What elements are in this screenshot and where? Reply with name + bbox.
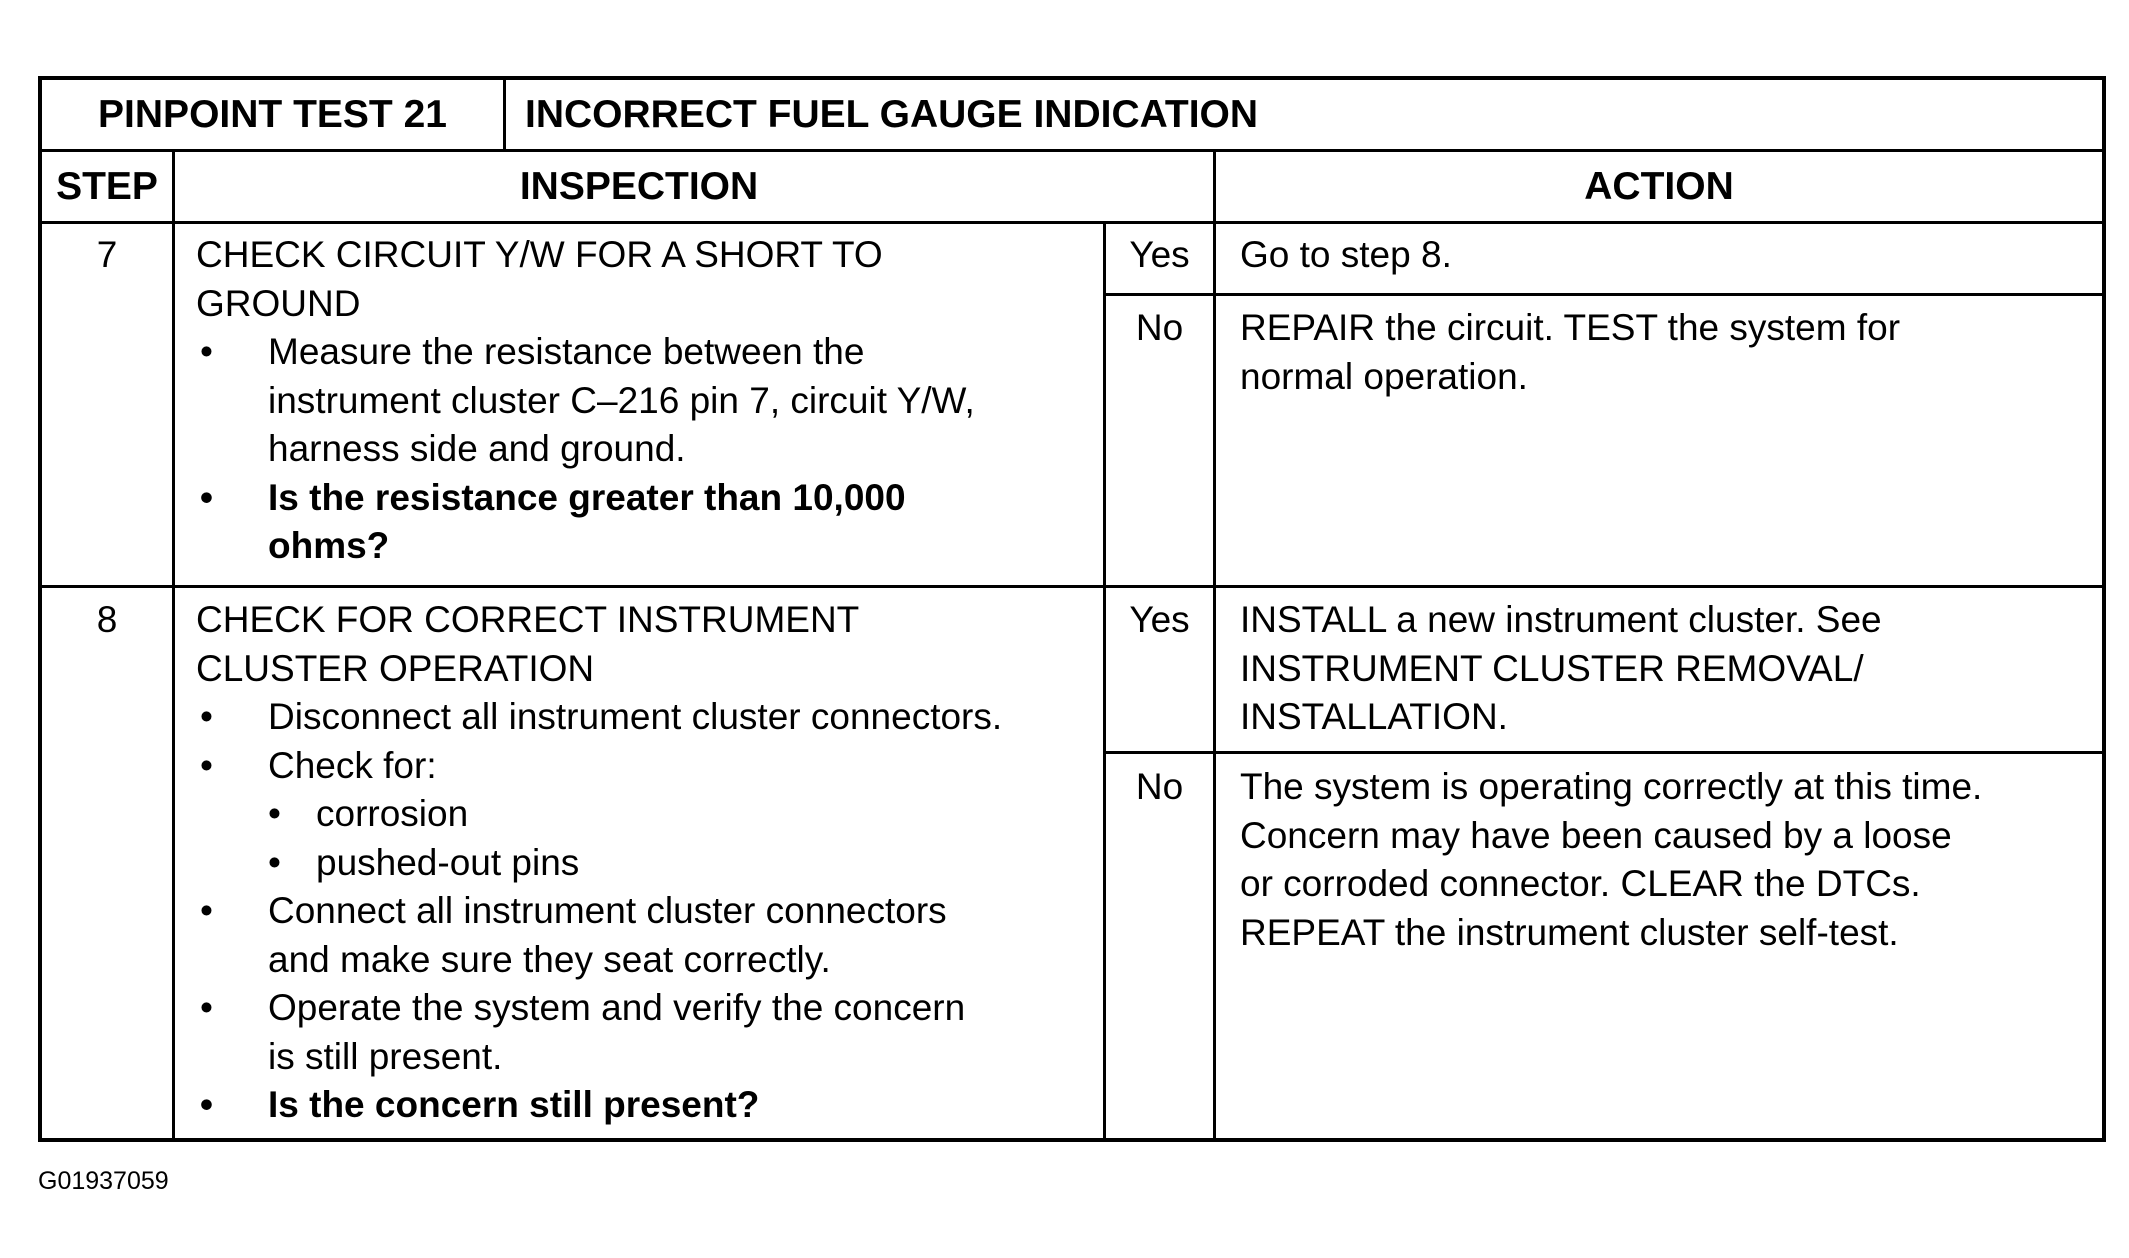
yes-label: Yes	[1129, 234, 1190, 275]
inspection-title: CHECK FOR CORRECT INSTRUMENT CLUSTER OPE…	[196, 599, 860, 689]
yes-no-column-divider	[1103, 221, 1106, 1139]
test-title: INCORRECT FUEL GAUGE INDICATION	[525, 92, 1259, 136]
no-action: The system is operating correctly at thi…	[1240, 766, 1983, 953]
column-header-step: STEP	[56, 164, 158, 208]
inspection-bullets: Disconnect all instrument cluster connec…	[196, 693, 1096, 1130]
row-divider	[42, 585, 2102, 588]
inspection-bullet: Check for:	[196, 742, 1096, 791]
inspection-bullet: Disconnect all instrument cluster connec…	[196, 693, 1096, 742]
row7-yes-no-divider	[1103, 293, 2102, 296]
yes-action: Go to step 8.	[1240, 234, 1452, 275]
no-label: No	[1135, 766, 1184, 807]
step-number: 8	[96, 599, 118, 640]
inspection-cell: CHECK FOR CORRECT INSTRUMENT CLUSTER OPE…	[196, 596, 1096, 1130]
inspection-cell: CHECK CIRCUIT Y/W FOR A SHORT TO GROUND …	[196, 231, 1096, 571]
row8-yes-no-divider	[1103, 751, 2102, 754]
no-label: No	[1135, 307, 1184, 348]
title-divider	[503, 80, 506, 150]
figure-id: G01937059	[38, 1167, 169, 1195]
step-column-divider	[172, 149, 175, 1139]
inspection-bullet: Operate the system and verify the concer…	[196, 984, 1096, 1081]
inspection-question: Is the concern still present?	[196, 1081, 1096, 1130]
column-header-action: ACTION	[1584, 164, 1734, 208]
pinpoint-test-table: PINPOINT TEST 21 INCORRECT FUEL GAUGE IN…	[38, 76, 2106, 1142]
yes-label: Yes	[1129, 599, 1190, 640]
inspection-sub-bullet: pushed-out pins	[196, 839, 1096, 888]
header-divider	[42, 149, 2102, 152]
inspection-bullets: Measure the resistance between the instr…	[196, 328, 1096, 571]
test-label: PINPOINT TEST 21	[98, 92, 447, 136]
column-header-inspection: INSPECTION	[519, 164, 759, 208]
yes-action: INSTALL a new instrument cluster. See IN…	[1240, 599, 1882, 737]
step-number: 7	[96, 234, 118, 275]
inspection-title: CHECK CIRCUIT Y/W FOR A SHORT TO GROUND	[196, 234, 883, 324]
action-column-divider	[1213, 149, 1216, 1139]
inspection-sub-bullet: corrosion	[196, 790, 1096, 839]
column-header-divider	[42, 221, 2102, 224]
inspection-question: Is the resistance greater than 10,000 oh…	[196, 474, 1096, 571]
inspection-bullet: Connect all instrument cluster connector…	[196, 887, 1096, 984]
inspection-bullet: Measure the resistance between the instr…	[196, 328, 1096, 474]
no-action: REPAIR the circuit. TEST the system for …	[1240, 307, 1901, 397]
